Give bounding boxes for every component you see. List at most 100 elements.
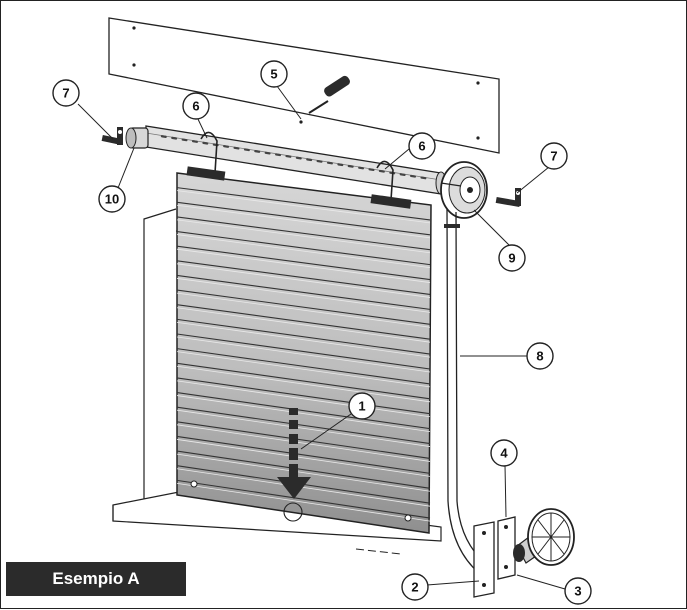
callout-9: 9 (498, 244, 526, 272)
shaft-slot (378, 169, 385, 173)
slat-highlight (176, 395, 431, 433)
slat-line (176, 216, 431, 251)
slat-line (176, 245, 431, 281)
callout-10: 10 (98, 185, 126, 213)
left-end-bracket (101, 127, 123, 146)
callout-5: 5 (260, 60, 288, 88)
shaft-slot (358, 166, 365, 170)
left-adapter (125, 127, 149, 149)
slat-highlight (176, 439, 431, 477)
curtain-rivets (190, 480, 412, 522)
callout-number: 7 (62, 86, 69, 101)
slat-line (176, 435, 431, 474)
slat-line (176, 274, 431, 310)
shaft-slot (233, 146, 240, 150)
shaft-slot (337, 163, 344, 167)
back-panel (108, 17, 500, 154)
slat-highlight (176, 321, 431, 358)
callout-number: 3 (574, 584, 581, 599)
leader-lines (77, 85, 566, 590)
slat-line (176, 333, 431, 370)
slat-line (176, 187, 431, 221)
slat-highlight (176, 482, 431, 522)
callout-number: 4 (500, 446, 508, 461)
shaft-slot (181, 138, 188, 142)
slat-line (176, 260, 431, 295)
slat-line (176, 392, 431, 430)
callout-3: 3 (564, 577, 592, 605)
shutter-curtain (176, 172, 432, 534)
shaft-slot (254, 150, 261, 153)
callout-6-left: 6 (182, 92, 210, 120)
callout-number: 8 (536, 349, 543, 364)
shaft-slot (275, 153, 282, 157)
slat-highlight (176, 468, 431, 507)
callout-8: 8 (526, 342, 554, 370)
shaft-slot (306, 158, 313, 162)
slat-highlight (176, 234, 431, 269)
callout-number: 6 (418, 139, 425, 154)
slat-highlight (176, 248, 431, 283)
shaft-slot (285, 154, 292, 158)
shaft-slot (171, 136, 178, 140)
curtain-straps (186, 131, 412, 209)
slat-highlight (176, 380, 431, 418)
slat-highlight (176, 190, 431, 224)
slat-line (176, 377, 431, 415)
shaft-slot (326, 161, 333, 165)
example-caption-text: Esempio A (52, 569, 140, 588)
shaft-slot (264, 151, 271, 155)
slat-line (176, 450, 431, 489)
callout-number: 9 (508, 251, 515, 266)
shaft-slot (191, 140, 198, 143)
slat-highlight (176, 278, 431, 313)
slat-highlight (176, 336, 431, 373)
slat-highlight (176, 351, 431, 388)
slat-highlight (176, 204, 431, 239)
slat-line (176, 406, 431, 445)
slat-lines (176, 187, 431, 522)
callout-6-right: 6 (408, 132, 436, 160)
right-end-bracket (495, 188, 521, 208)
callout-number: 1 (358, 399, 365, 414)
belt-strap (444, 208, 486, 574)
callout-number: 10 (105, 192, 119, 207)
callout-number: 2 (411, 580, 418, 595)
shaft-slot (202, 141, 209, 145)
slat-line (176, 289, 431, 325)
slat-highlight (176, 219, 431, 254)
callout-number: 7 (550, 149, 557, 164)
shaft-slot (243, 148, 250, 152)
slat-highlight (176, 365, 431, 403)
slat-line (176, 231, 431, 266)
slat-line (176, 348, 431, 385)
screwdriver (308, 75, 350, 114)
callout-7-left: 7 (52, 79, 80, 107)
callout-4: 4 (490, 439, 518, 467)
slat-highlight (176, 263, 431, 298)
pulley-wheel (440, 161, 488, 219)
example-caption-badge: Esempio A (6, 562, 186, 596)
shaft-slot (420, 176, 427, 180)
callout-1: 1 (348, 392, 376, 420)
slat-line (176, 201, 431, 236)
slat-highlight (176, 453, 431, 492)
slat-line (176, 421, 431, 459)
shaft-slots (160, 135, 427, 180)
shaft-slot (316, 159, 323, 163)
slat-highlight (176, 307, 431, 343)
callout-2: 2 (401, 573, 429, 601)
slat-highlight (176, 292, 431, 328)
window-sill (112, 491, 442, 555)
shaft-slot (223, 145, 230, 148)
callout-number: 6 (192, 99, 199, 114)
slat-highlight (176, 424, 431, 462)
callout-number: 5 (270, 67, 277, 82)
callout-7-right: 7 (540, 142, 568, 170)
slat-line (176, 318, 431, 355)
shaft-slot (368, 168, 375, 172)
down-arrow-icon (277, 408, 311, 522)
slat-highlight (176, 409, 431, 447)
